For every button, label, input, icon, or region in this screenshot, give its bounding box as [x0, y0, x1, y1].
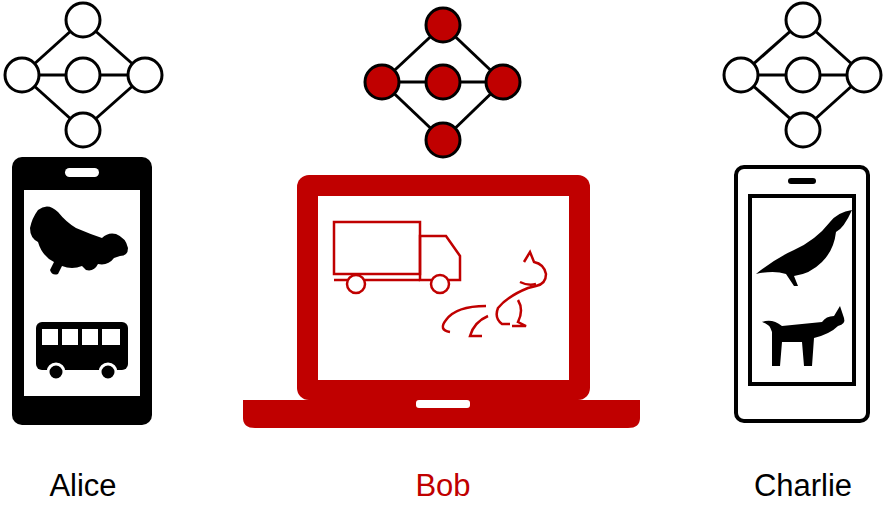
- network-neuron: [66, 3, 100, 37]
- phone-speaker: [65, 168, 99, 177]
- phone-screen: [750, 196, 854, 384]
- network-neuron: [486, 65, 520, 99]
- laptop-lid: [297, 175, 590, 400]
- laptop-base: [243, 400, 640, 428]
- network-icon: [365, 8, 520, 157]
- bus-window: [42, 329, 58, 345]
- network-neuron: [66, 113, 100, 147]
- network-neuron: [724, 58, 758, 92]
- phone-speaker: [788, 178, 816, 184]
- cat-icon: [443, 252, 546, 336]
- phone-body: [12, 157, 152, 425]
- cat-outline: [470, 252, 546, 336]
- laptop-screen: [318, 196, 569, 380]
- dog-icon: [30, 206, 128, 274]
- network-neuron: [365, 65, 399, 99]
- device-owner-name: Charlie: [754, 470, 852, 501]
- network-neuron: [786, 58, 820, 92]
- bus-wheel: [100, 364, 116, 380]
- network-neuron: [847, 58, 881, 92]
- truck-wheel: [347, 275, 365, 293]
- network-icon: [724, 3, 881, 147]
- network-neuron: [5, 58, 39, 92]
- network-neuron: [66, 58, 100, 92]
- laptop-device: [243, 175, 640, 428]
- cat-tail: [443, 306, 486, 332]
- device-owner-name: Alice: [49, 470, 116, 501]
- bus-window: [102, 329, 120, 345]
- bus-body: [36, 322, 128, 370]
- network-neuron: [128, 58, 162, 92]
- phone-device: [736, 167, 868, 421]
- cat-collar: [520, 282, 536, 285]
- network-neuron: [426, 8, 460, 42]
- device-owner-name: Bob: [415, 470, 470, 501]
- network-neuron: [786, 3, 820, 37]
- phone-device: [12, 157, 152, 425]
- network-neuron: [786, 113, 820, 147]
- truck-icon: [334, 222, 460, 293]
- network-neuron: [426, 123, 460, 157]
- truck-cargo: [334, 222, 420, 274]
- truck-cab: [420, 236, 460, 280]
- bus-icon: [36, 322, 128, 380]
- bus-window: [82, 329, 98, 345]
- phone-body: [736, 167, 868, 421]
- network-icon: [5, 3, 162, 147]
- laptop-notch: [416, 400, 470, 408]
- truck-wheel: [431, 275, 449, 293]
- network-neuron: [426, 65, 460, 99]
- bus-wheel: [48, 364, 64, 380]
- phone-screen: [24, 190, 140, 396]
- bus-window: [62, 329, 78, 345]
- bird-icon: [756, 210, 852, 286]
- cat-icon: [762, 306, 844, 366]
